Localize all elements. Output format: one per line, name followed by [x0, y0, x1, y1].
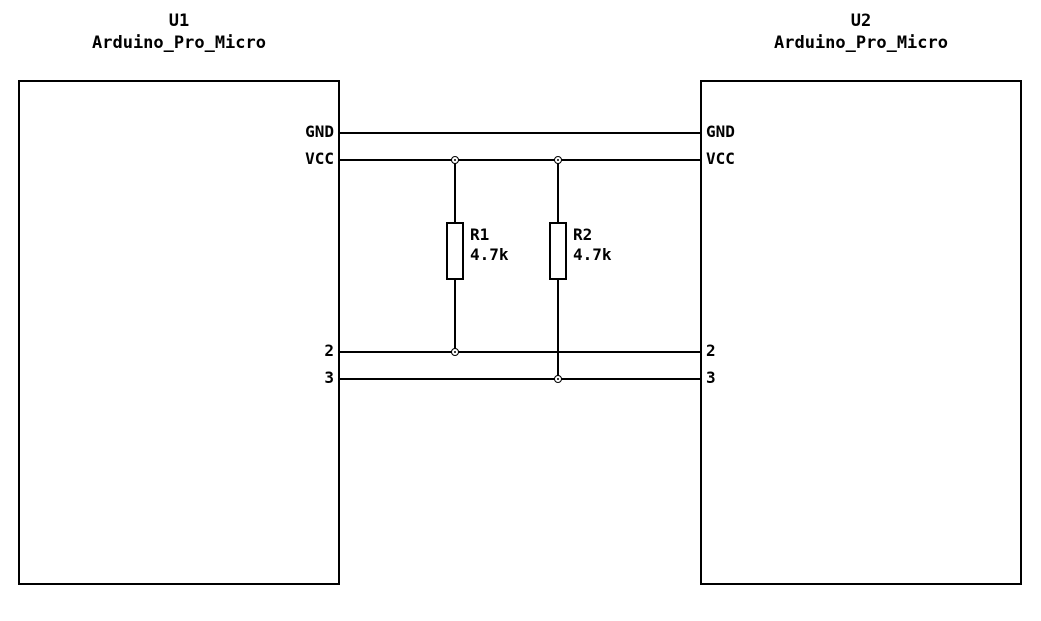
u1-title-block: U1 Arduino_Pro_Micro	[18, 10, 340, 54]
u2-pin-label-gnd: GND	[706, 122, 735, 141]
u1-pin-label-vcc: VCC	[305, 149, 334, 168]
junction-pin2-r1	[451, 348, 459, 356]
wire-pin3-net	[339, 378, 701, 380]
r1-reference-label: R1	[470, 225, 490, 244]
r1-value-label: 4.7k	[470, 245, 509, 264]
u2-symbol-body	[700, 80, 1022, 585]
junction-pin3-r2	[554, 375, 562, 383]
r2-symbol-body	[549, 222, 567, 280]
u1-pin-label-2: 2	[324, 341, 334, 360]
u2-reference-label: U2	[850, 11, 872, 31]
u1-symbol-body	[18, 80, 340, 585]
wire-gnd-net	[339, 132, 701, 134]
u1-reference-label: U1	[168, 11, 190, 31]
u2-title-block: U2 Arduino_Pro_Micro	[700, 10, 1022, 54]
r2-reference-label: R2	[573, 225, 593, 244]
u1-pin-label-3: 3	[324, 368, 334, 387]
u2-pin-label-vcc: VCC	[706, 149, 735, 168]
u2-pin-label-3: 3	[706, 368, 716, 387]
junction-vcc-r1	[451, 156, 459, 164]
junction-vcc-r2	[554, 156, 562, 164]
wire-vcc-net	[339, 159, 701, 161]
r1-symbol-body	[446, 222, 464, 280]
u1-value-label: Arduino_Pro_Micro	[92, 33, 266, 53]
u2-pin-label-2: 2	[706, 341, 716, 360]
u1-pin-label-gnd: GND	[305, 122, 334, 141]
r2-value-label: 4.7k	[573, 245, 612, 264]
wire-pin2-net	[339, 351, 701, 353]
u2-value-label: Arduino_Pro_Micro	[774, 33, 948, 53]
